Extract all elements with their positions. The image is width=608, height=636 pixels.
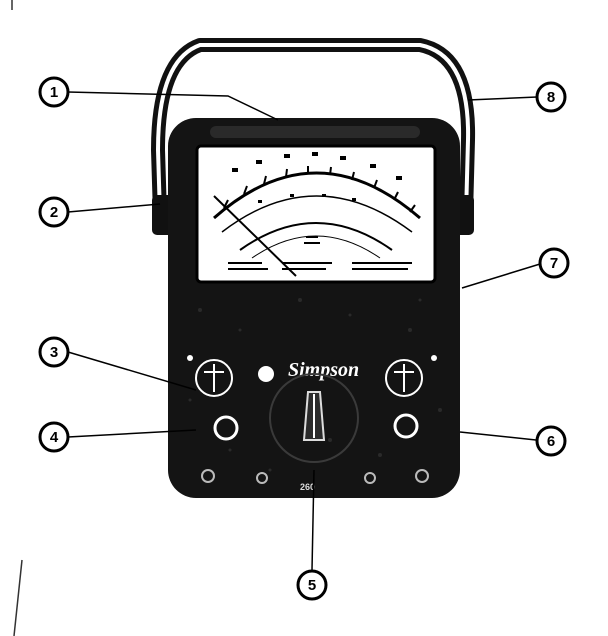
leader-7 xyxy=(461,263,541,289)
case-texture xyxy=(188,298,442,472)
callout-5: 5 xyxy=(296,569,328,601)
callout-4: 4 xyxy=(38,421,70,453)
right-function-switch[interactable] xyxy=(385,359,423,397)
case-top-lip xyxy=(210,126,420,138)
front-panel: Simpson 260 xyxy=(187,355,437,492)
callouts: 1 2 3 4 5 6 7 8 xyxy=(38,76,570,601)
callout-6: 6 xyxy=(535,425,567,457)
callout-1-label: 1 xyxy=(50,84,58,101)
zero-adjust-knob[interactable] xyxy=(258,366,274,382)
leader-3 xyxy=(67,351,197,391)
left-jack[interactable] xyxy=(213,415,239,441)
leader-1 xyxy=(67,91,279,121)
callout-8: 8 xyxy=(535,81,567,113)
left-function-switch[interactable] xyxy=(195,359,233,397)
carrying-handle xyxy=(151,38,476,216)
callout-7-label: 7 xyxy=(550,255,558,272)
model-number: 260 xyxy=(300,482,315,492)
callout-3: 3 xyxy=(38,336,70,368)
callout-5-label: 5 xyxy=(308,577,316,594)
callout-3-label: 3 xyxy=(50,344,58,361)
scan-mark-bottom-left xyxy=(13,559,23,636)
callout-1: 1 xyxy=(38,76,70,108)
leader-5 xyxy=(311,469,315,571)
callout-2-label: 2 xyxy=(50,204,58,221)
range-selector[interactable] xyxy=(269,373,359,463)
callout-2: 2 xyxy=(38,196,70,228)
leader-8 xyxy=(467,96,538,101)
meter-window xyxy=(195,144,437,284)
leader-4 xyxy=(67,429,197,438)
callout-6-label: 6 xyxy=(547,433,555,450)
leader-6 xyxy=(459,431,537,441)
callout-4-label: 4 xyxy=(50,429,59,446)
bottom-jacks xyxy=(201,469,429,484)
callout-7: 7 xyxy=(538,247,570,279)
leader-2 xyxy=(67,203,161,213)
left-indicator-dot xyxy=(187,355,193,361)
callout-8-label: 8 xyxy=(547,89,555,106)
leader-lines xyxy=(67,91,541,571)
right-jack[interactable] xyxy=(393,413,419,439)
right-indicator-dot xyxy=(431,355,437,361)
